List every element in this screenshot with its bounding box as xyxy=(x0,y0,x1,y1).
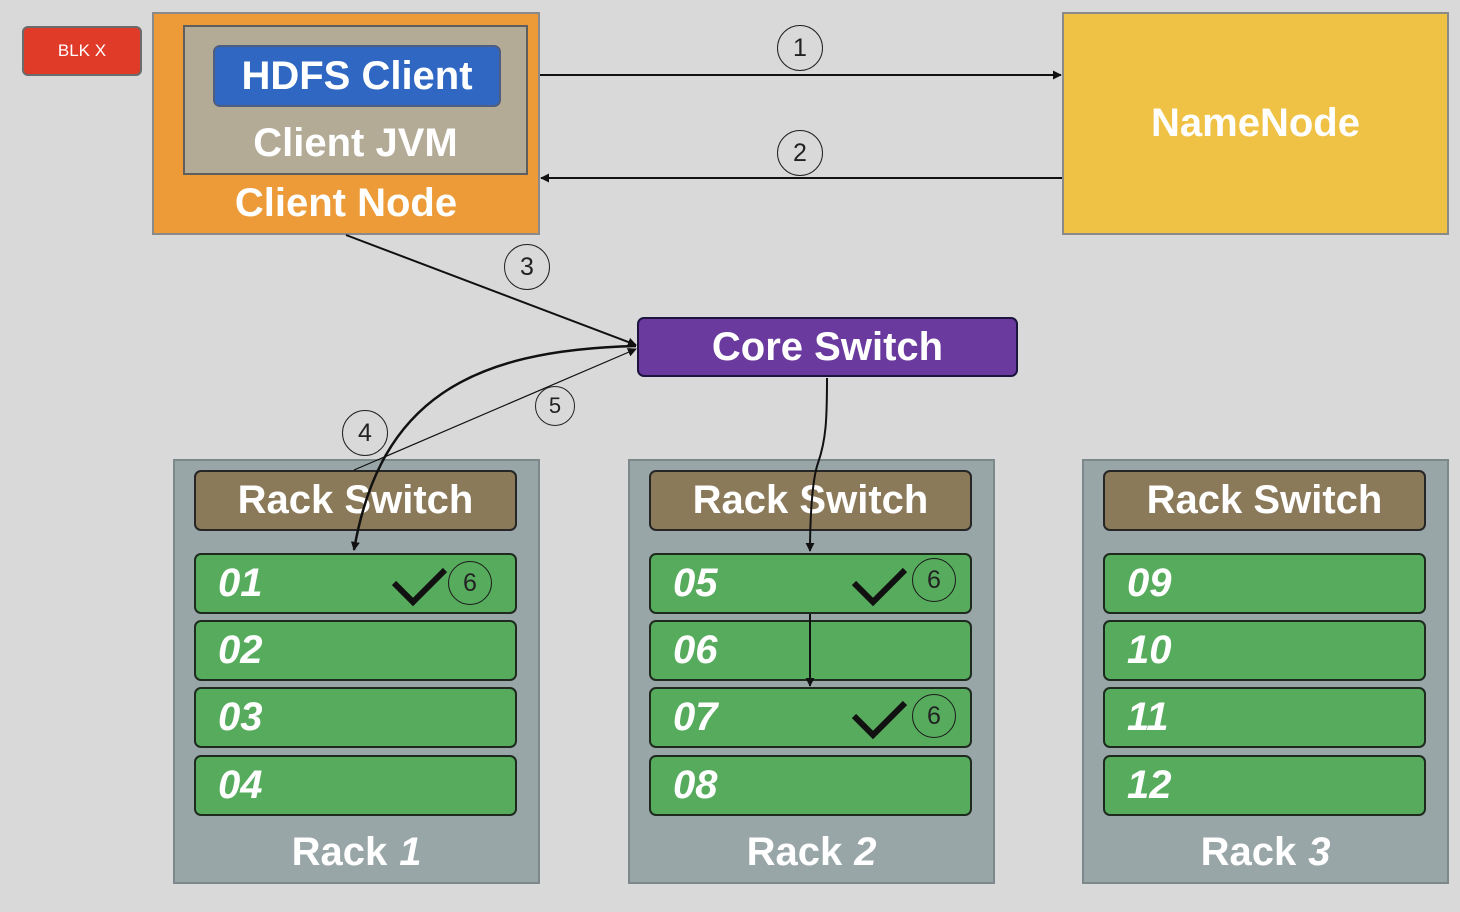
rack-label-text: Rack xyxy=(291,829,388,874)
rack-1-switch: Rack Switch xyxy=(194,470,517,531)
step-4-marker: 4 xyxy=(342,410,388,456)
node-label: 12 xyxy=(1127,763,1172,807)
namenode-box: NameNode xyxy=(1062,12,1449,235)
rack-3-switch: Rack Switch xyxy=(1103,470,1426,531)
step-5-marker: 5 xyxy=(535,386,575,426)
data-node-03: 03 xyxy=(194,687,517,748)
data-node-12: 12 xyxy=(1103,755,1426,816)
rack-number: 3 xyxy=(1308,829,1331,874)
rack-label-text: Rack xyxy=(746,829,843,874)
step-1-marker: 1 xyxy=(777,25,823,71)
step-6-marker-node01: 6 xyxy=(448,561,492,605)
node-label: 10 xyxy=(1127,628,1172,672)
node-label: 01 xyxy=(218,561,263,605)
data-node-06: 06 xyxy=(649,620,972,681)
node-label: 04 xyxy=(218,763,263,807)
node-label: 11 xyxy=(1127,695,1169,739)
data-node-08: 08 xyxy=(649,755,972,816)
node-label: 08 xyxy=(673,763,718,807)
step-2-marker: 2 xyxy=(777,130,823,176)
rack-number: 2 xyxy=(854,829,877,874)
rack-2-switch: Rack Switch xyxy=(649,470,972,531)
arrow-rack1-core xyxy=(353,348,637,471)
data-node-11: 11 xyxy=(1103,687,1426,748)
node-label: 06 xyxy=(673,628,718,672)
node-label: 03 xyxy=(218,695,263,739)
rack-label-text: Rack xyxy=(1200,829,1297,874)
data-node-10: 10 xyxy=(1103,620,1426,681)
data-node-04: 04 xyxy=(194,755,517,816)
data-node-09: 09 xyxy=(1103,553,1426,614)
hdfs-client-box: HDFS Client xyxy=(213,45,501,107)
step-6-marker-node05: 6 xyxy=(912,558,956,602)
block-badge: BLK X xyxy=(22,26,142,76)
client-node-label: Client Node xyxy=(234,180,458,225)
node-label: 02 xyxy=(218,628,263,672)
step-6-marker-node07: 6 xyxy=(912,694,956,738)
step-3-marker: 3 xyxy=(504,244,550,290)
node-label: 07 xyxy=(673,695,718,739)
arrow-client-core xyxy=(345,234,637,347)
core-switch-box: Core Switch xyxy=(637,317,1018,377)
node-label: 09 xyxy=(1127,561,1172,605)
rack-number: 1 xyxy=(399,829,422,874)
client-jvm-label: Client JVM xyxy=(253,120,458,165)
node-label: 05 xyxy=(673,561,718,605)
data-node-02: 02 xyxy=(194,620,517,681)
